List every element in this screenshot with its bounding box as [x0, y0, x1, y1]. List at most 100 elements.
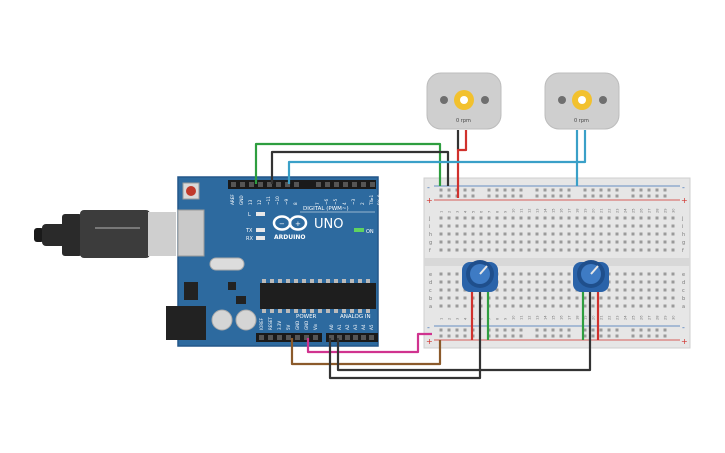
breadboard-hole[interactable]	[615, 216, 619, 220]
breadboard-hole[interactable]	[511, 224, 515, 228]
breadboard-hole[interactable]	[551, 224, 555, 228]
breadboard-hole[interactable]	[535, 280, 539, 284]
breadboard-hole[interactable]	[463, 304, 467, 308]
breadboard-hole[interactable]	[527, 216, 531, 220]
breadboard-hole[interactable]	[455, 248, 459, 252]
breadboard-hole[interactable]	[631, 288, 635, 292]
breadboard-hole[interactable]	[647, 334, 651, 338]
breadboard-hole[interactable]	[607, 304, 611, 308]
breadboard-hole[interactable]	[543, 288, 547, 292]
breadboard-hole[interactable]	[647, 240, 651, 244]
breadboard-hole[interactable]	[639, 232, 643, 236]
breadboard-hole[interactable]	[495, 224, 499, 228]
breadboard-hole[interactable]	[447, 328, 451, 332]
breadboard-hole[interactable]	[543, 194, 547, 198]
breadboard-hole[interactable]	[439, 188, 443, 192]
breadboard-hole[interactable]	[583, 194, 587, 198]
breadboard-hole[interactable]	[471, 194, 475, 198]
breadboard-hole[interactable]	[511, 304, 515, 308]
breadboard-hole[interactable]	[519, 194, 523, 198]
breadboard-hole[interactable]	[639, 248, 643, 252]
breadboard-hole[interactable]	[551, 216, 555, 220]
breadboard-hole[interactable]	[527, 272, 531, 276]
breadboard-hole[interactable]	[455, 272, 459, 276]
breadboard-hole[interactable]	[607, 194, 611, 198]
breadboard-hole[interactable]	[559, 194, 563, 198]
breadboard-hole[interactable]	[623, 216, 627, 220]
breadboard-hole[interactable]	[447, 240, 451, 244]
breadboard-hole[interactable]	[495, 216, 499, 220]
breadboard-hole[interactable]	[647, 328, 651, 332]
breadboard-hole[interactable]	[439, 334, 443, 338]
breadboard-hole[interactable]	[455, 296, 459, 300]
breadboard-hole[interactable]	[671, 280, 675, 284]
breadboard-hole[interactable]	[631, 272, 635, 276]
breadboard-hole[interactable]	[559, 248, 563, 252]
breadboard-hole[interactable]	[455, 240, 459, 244]
breadboard-hole[interactable]	[599, 232, 603, 236]
breadboard-hole[interactable]	[639, 334, 643, 338]
breadboard-hole[interactable]	[663, 288, 667, 292]
breadboard-hole[interactable]	[471, 216, 475, 220]
breadboard-hole[interactable]	[671, 272, 675, 276]
breadboard-hole[interactable]	[527, 288, 531, 292]
breadboard-hole[interactable]	[503, 216, 507, 220]
breadboard-hole[interactable]	[535, 296, 539, 300]
breadboard-hole[interactable]	[615, 280, 619, 284]
breadboard-hole[interactable]	[543, 224, 547, 228]
breadboard-hole[interactable]	[655, 216, 659, 220]
breadboard-hole[interactable]	[671, 296, 675, 300]
breadboard-hole[interactable]	[583, 328, 587, 332]
breadboard-hole[interactable]	[527, 304, 531, 308]
breadboard-hole[interactable]	[655, 280, 659, 284]
breadboard-hole[interactable]	[647, 232, 651, 236]
breadboard-hole[interactable]	[623, 240, 627, 244]
breadboard-hole[interactable]	[543, 296, 547, 300]
breadboard-hole[interactable]	[551, 280, 555, 284]
breadboard-hole[interactable]	[583, 188, 587, 192]
breadboard-hole[interactable]	[527, 248, 531, 252]
breadboard-hole[interactable]	[439, 304, 443, 308]
breadboard-hole[interactable]	[559, 272, 563, 276]
breadboard-hole[interactable]	[535, 216, 539, 220]
breadboard-hole[interactable]	[471, 232, 475, 236]
breadboard-hole[interactable]	[567, 334, 571, 338]
breadboard-hole[interactable]	[503, 232, 507, 236]
breadboard-hole[interactable]	[503, 248, 507, 252]
breadboard-hole[interactable]	[671, 216, 675, 220]
breadboard-hole[interactable]	[591, 328, 595, 332]
breadboard-hole[interactable]	[567, 216, 571, 220]
breadboard-hole[interactable]	[543, 240, 547, 244]
breadboard-hole[interactable]	[567, 328, 571, 332]
breadboard-hole[interactable]	[559, 240, 563, 244]
breadboard-hole[interactable]	[575, 216, 579, 220]
breadboard-hole[interactable]	[655, 304, 659, 308]
breadboard-hole[interactable]	[479, 232, 483, 236]
breadboard-hole[interactable]	[559, 232, 563, 236]
breadboard-hole[interactable]	[639, 240, 643, 244]
breadboard-hole[interactable]	[647, 296, 651, 300]
breadboard-hole[interactable]	[591, 188, 595, 192]
breadboard-hole[interactable]	[615, 248, 619, 252]
breadboard-hole[interactable]	[599, 240, 603, 244]
breadboard-hole[interactable]	[599, 334, 603, 338]
breadboard-hole[interactable]	[447, 188, 451, 192]
breadboard-hole[interactable]	[455, 328, 459, 332]
breadboard-hole[interactable]	[671, 288, 675, 292]
analog-header[interactable]	[326, 333, 378, 342]
breadboard-hole[interactable]	[543, 280, 547, 284]
digital-header[interactable]	[228, 180, 376, 189]
breadboard-hole[interactable]	[495, 334, 499, 338]
breadboard-hole[interactable]	[463, 188, 467, 192]
breadboard-hole[interactable]	[631, 224, 635, 228]
breadboard-hole[interactable]	[599, 248, 603, 252]
breadboard-hole[interactable]	[599, 216, 603, 220]
breadboard-hole[interactable]	[631, 232, 635, 236]
breadboard-hole[interactable]	[639, 296, 643, 300]
breadboard-hole[interactable]	[551, 240, 555, 244]
breadboard-hole[interactable]	[447, 304, 451, 308]
breadboard-hole[interactable]	[567, 240, 571, 244]
breadboard-hole[interactable]	[535, 224, 539, 228]
breadboard-hole[interactable]	[551, 296, 555, 300]
breadboard-hole[interactable]	[543, 328, 547, 332]
